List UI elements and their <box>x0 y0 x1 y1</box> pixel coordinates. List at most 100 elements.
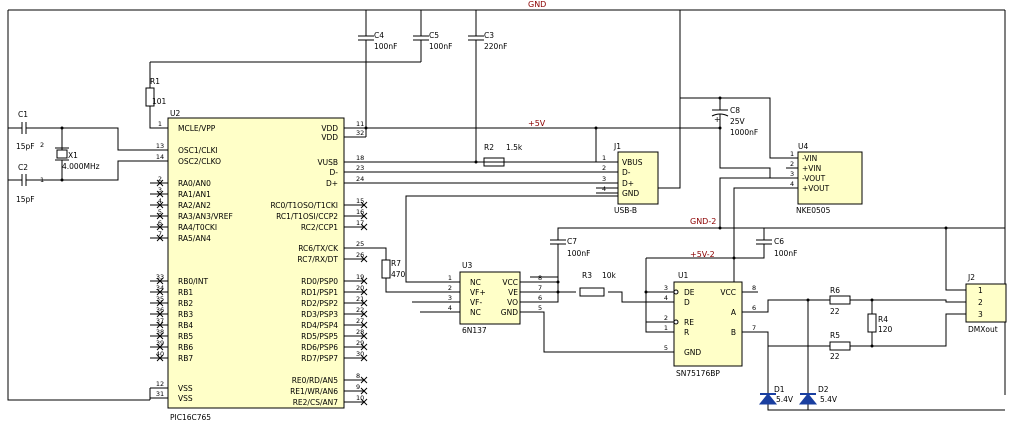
pin-name: RD6/PSP6 <box>301 343 338 352</box>
pin-name: RD5/PSP5 <box>301 332 338 341</box>
pin-name: MCLE/VPP <box>178 124 216 133</box>
pin-name: RA1/AN1 <box>178 190 211 199</box>
pin-number: 2 <box>158 175 162 183</box>
no-connect-marker <box>354 332 368 340</box>
no-connect-marker <box>354 212 368 220</box>
u1-part: SN75176BP <box>676 369 720 378</box>
r3-ref: R3 <box>582 271 592 280</box>
pin-name: VE <box>508 288 518 297</box>
pin-number: 26 <box>356 251 364 259</box>
capacitor-c3: C3 220nF <box>468 22 507 162</box>
pin-number: 27 <box>356 317 364 325</box>
pin-name: RB1 <box>178 288 193 297</box>
pin-number: 5 <box>158 208 162 216</box>
no-connect-marker <box>354 387 368 395</box>
pin-number: 10 <box>356 394 364 402</box>
pin-name: D- <box>330 168 339 177</box>
pin-name: -VIN <box>802 154 817 163</box>
pin-name: RD0/PSP0 <box>301 277 338 286</box>
pin-number: 7 <box>538 284 542 292</box>
pin-number: 18 <box>356 154 364 162</box>
gnd-net-label: GND <box>528 0 546 9</box>
pin-name: VCC <box>720 288 736 297</box>
pin-number: 11 <box>356 120 364 128</box>
c8-ref: C8 <box>730 106 740 115</box>
pin-number: 3 <box>664 284 668 292</box>
c3-value: 220nF <box>484 42 507 51</box>
pin-number: 21 <box>356 295 364 303</box>
pin-number: 2 <box>448 284 452 292</box>
zener-diode-d1: D1 5.4V <box>758 385 794 405</box>
x1-ref: X1 <box>68 151 78 160</box>
pin-number: 33 <box>156 273 164 281</box>
u4-ref: U4 <box>798 142 808 151</box>
pin-number: 6 <box>752 304 756 312</box>
connector-j2-dmxout: J2 DMXout 123 <box>962 273 1007 334</box>
pin-number: 19 <box>356 273 364 281</box>
pin-number: 12 <box>156 380 164 388</box>
pin-number: 4 <box>602 185 606 193</box>
u3-pin-7: 7VE <box>508 284 542 297</box>
no-connect-marker <box>150 354 164 362</box>
u4-pin-2: 2+VIN <box>786 160 821 173</box>
c5-ref: C5 <box>429 31 439 40</box>
pin-name: RD1/PSP1 <box>301 288 338 297</box>
pin-name: VBUS <box>622 158 643 167</box>
pin-number: 8 <box>752 284 756 292</box>
tx-signal-wires <box>354 195 618 303</box>
no-connect-marker <box>150 343 164 351</box>
pin-name: VSS <box>178 384 193 393</box>
no-connect-marker <box>354 310 368 318</box>
pin-number: 6 <box>158 219 162 227</box>
pin-number: 2 <box>978 298 983 307</box>
pin-name: VO <box>507 298 518 307</box>
d1-ref: D1 <box>774 385 785 394</box>
pin-name: RE2/CS/AN7 <box>293 398 339 407</box>
pin-name: R <box>684 328 689 337</box>
no-connect-marker <box>150 223 164 231</box>
pin-number: 4 <box>448 304 452 312</box>
resistor-r6: R6 22 <box>829 286 851 316</box>
pin-number: 15 <box>356 197 364 205</box>
c8-polarity: + <box>714 115 720 124</box>
c8-value: 1000nF <box>730 128 758 137</box>
no-connect-marker <box>354 223 368 231</box>
u2-part: PIC16C765 <box>170 413 211 422</box>
pin-name: RC2/CCP1 <box>301 223 338 232</box>
pin-number: 28 <box>356 328 364 336</box>
u3-part: 6N137 <box>462 326 487 335</box>
c2-value: 15pF <box>16 195 35 204</box>
pin-number: 36 <box>156 306 164 314</box>
pin-name: OSC2/CLKO <box>178 157 221 166</box>
c6-value: 100nF <box>774 249 797 258</box>
x1-pin1: 1 <box>40 176 44 184</box>
pin-name: NC <box>470 308 481 317</box>
pin-name: RE <box>684 318 694 327</box>
c3-ref: C3 <box>484 31 494 40</box>
r5-ref: R5 <box>830 331 840 340</box>
no-connect-marker <box>150 201 164 209</box>
